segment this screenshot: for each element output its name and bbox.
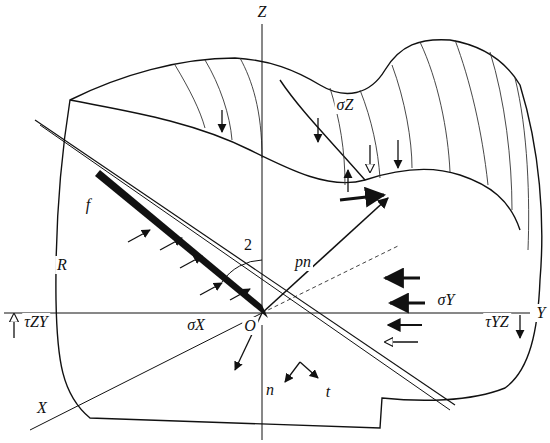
origin-label: O (242, 317, 258, 335)
stress-vector-label: pn (293, 253, 313, 271)
stress-arrows (14, 110, 520, 382)
axes (4, 24, 530, 440)
stress-label: σY (436, 291, 457, 309)
surface-hatching (175, 40, 529, 250)
axis-label: X (35, 399, 49, 417)
tangent-label: t (324, 383, 332, 401)
stress-label: σX (185, 316, 207, 334)
axis-label: Z (256, 3, 269, 21)
plane-label: f (84, 196, 92, 214)
stress-label: σZ (335, 96, 356, 114)
body-outline (56, 40, 542, 428)
angle-label: 2 (242, 236, 254, 254)
stress-label: τZY (22, 313, 50, 331)
normal-label: n (264, 381, 276, 399)
cutting-plane (35, 120, 455, 410)
stress-label: τYZ (483, 313, 511, 331)
region-label: R (55, 256, 69, 274)
axis-label: Y (535, 304, 548, 322)
